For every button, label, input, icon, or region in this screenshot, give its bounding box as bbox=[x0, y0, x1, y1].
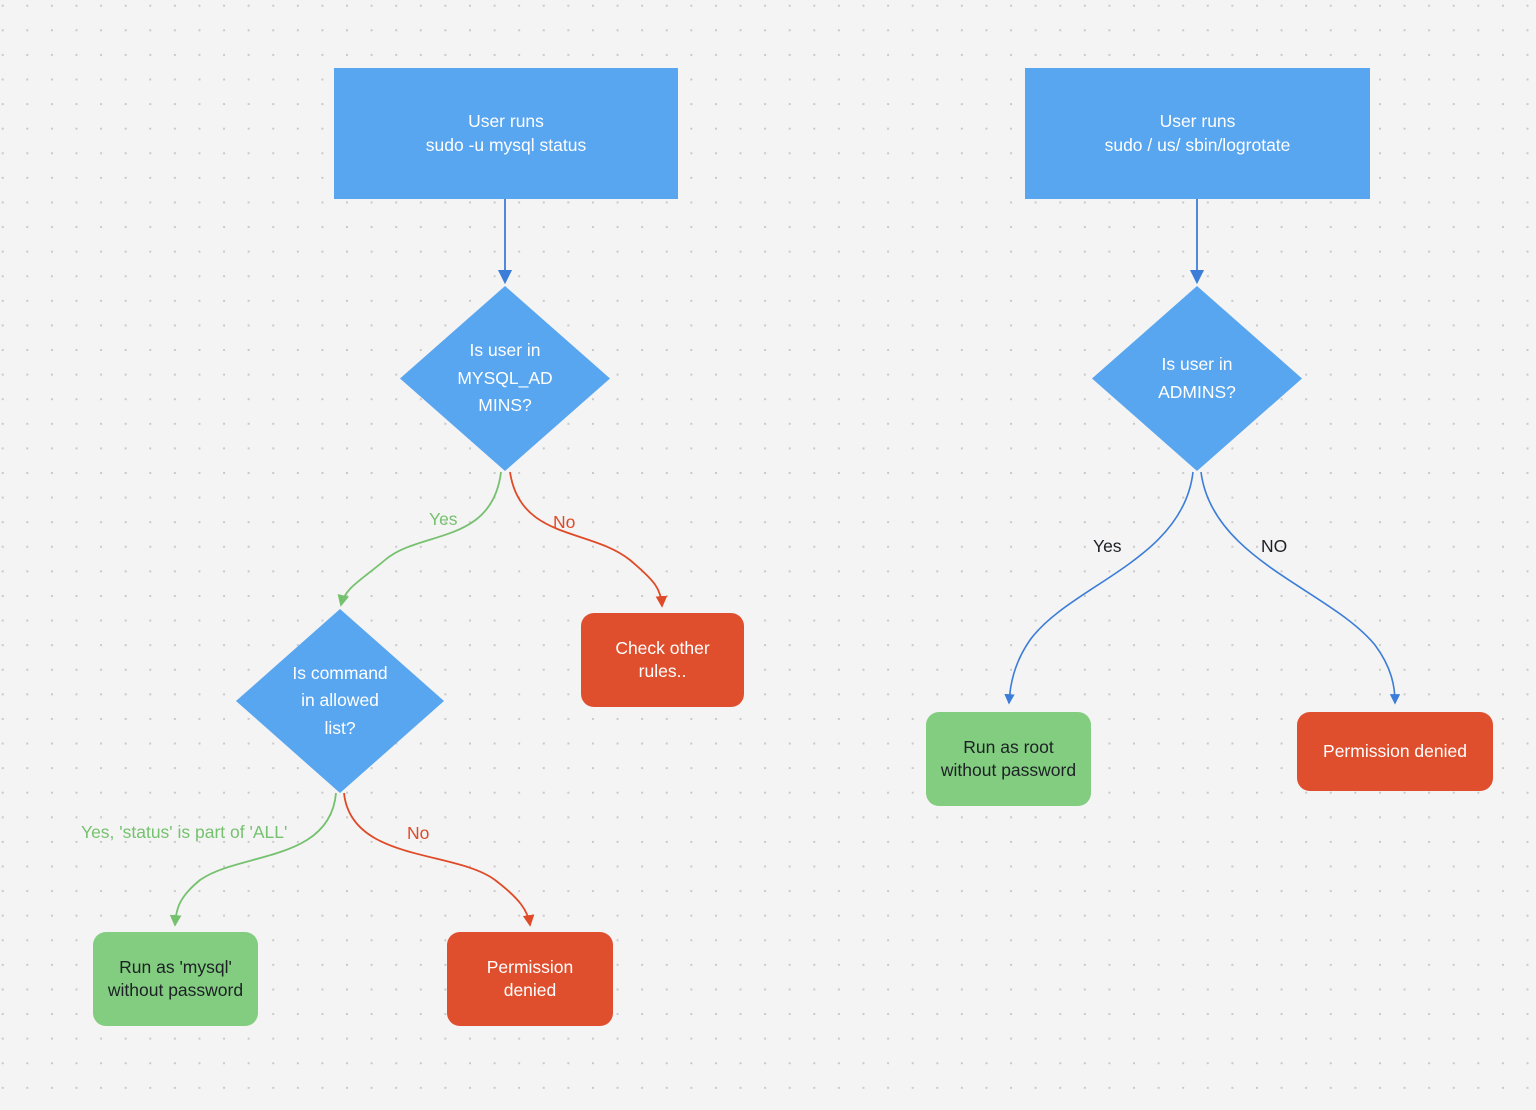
edge-left-decision1-no bbox=[509, 471, 668, 608]
edge-label-right-decision1-no: NO bbox=[1261, 536, 1288, 556]
node-left-permission-denied-label: Permission denied bbox=[486, 956, 574, 1000]
edge-label-right-decision1-yes: Yes bbox=[1093, 536, 1122, 556]
edge-right-decision1-no bbox=[1200, 471, 1401, 705]
edge-left-decision2-no bbox=[343, 792, 535, 927]
edge-label-left-decision1-yes: Yes bbox=[429, 509, 458, 529]
node-left-decision-allowed-list-label: Is command in allowed list? bbox=[292, 662, 388, 738]
node-left-decision-allowed-list[interactable]: Is command in allowed list? bbox=[236, 609, 444, 793]
node-left-decision-mysql-admins[interactable]: Is user in MYSQL_AD MINS? bbox=[400, 286, 610, 471]
node-left-run-as-mysql[interactable]: Run as 'mysql' without password bbox=[93, 932, 258, 1026]
edge-label-left-decision1-no: No bbox=[553, 512, 576, 532]
edge-label-left-decision2-no: No bbox=[407, 823, 430, 843]
node-left-decision-mysql-admins-label: Is user in MYSQL_AD MINS? bbox=[457, 340, 553, 416]
diamond-shape-icon bbox=[1092, 286, 1302, 471]
node-right-decision-admins[interactable]: Is user in ADMINS? bbox=[1092, 286, 1302, 471]
node-left-check-other-rules[interactable]: Check other rules.. bbox=[581, 613, 744, 707]
node-right-run-as-root[interactable]: Run as root without password bbox=[926, 712, 1091, 806]
node-right-permission-denied-label: Permission denied bbox=[1323, 740, 1467, 761]
node-left-permission-denied[interactable]: Permission denied bbox=[447, 932, 613, 1026]
node-left-check-other-rules-label: Check other rules.. bbox=[615, 637, 710, 681]
edge-right-decision1-yes bbox=[1004, 471, 1194, 705]
node-right-permission-denied[interactable]: Permission denied bbox=[1297, 712, 1493, 791]
node-left-run-as-mysql-label: Run as 'mysql' without password bbox=[107, 956, 244, 1000]
node-left-start[interactable]: User runs sudo -u mysql status bbox=[334, 68, 678, 199]
node-right-run-as-root-label: Run as root without password bbox=[940, 736, 1077, 780]
edge-left-decision2-yes bbox=[169, 792, 337, 927]
diamond-shape-icon bbox=[400, 286, 610, 471]
node-right-start-label: User runs sudo / us/ sbin/logrotate bbox=[1104, 111, 1291, 155]
edge-left-decision1-yes bbox=[337, 471, 502, 607]
node-right-start[interactable]: User runs sudo / us/ sbin/logrotate bbox=[1025, 68, 1370, 199]
node-left-start-label: User runs sudo -u mysql status bbox=[425, 111, 587, 155]
node-right-decision-admins-label: Is user in ADMINS? bbox=[1158, 354, 1236, 402]
diamond-shape-icon bbox=[236, 609, 444, 793]
edge-label-left-decision2-yes: Yes, 'status' is part of 'ALL' bbox=[81, 822, 288, 842]
